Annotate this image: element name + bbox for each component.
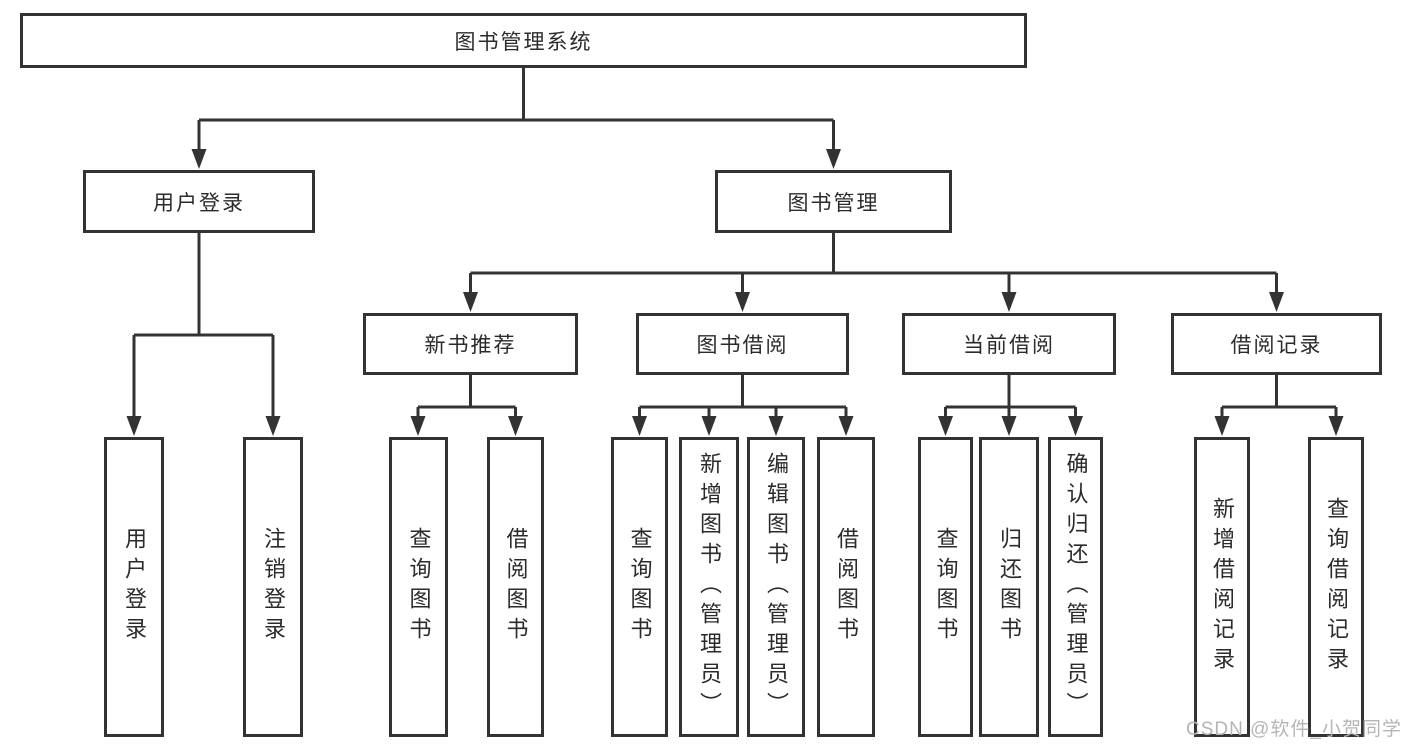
leaf-edit-book-admin: 编辑图书（管理员） bbox=[747, 437, 805, 737]
arrow-stems bbox=[132, 120, 1338, 419]
node-user-login: 用户登录 bbox=[83, 170, 315, 233]
leaf-borrow-books-borrow: 借阅图书 bbox=[817, 437, 875, 737]
leaf-user-login: 用户登录 bbox=[104, 437, 164, 737]
node-new-book-recommend: 新书推荐 bbox=[363, 313, 578, 375]
leaf-confirm-return-admin: 确认归还（管理员） bbox=[1048, 437, 1103, 737]
leaf-query-books-borrow: 查询图书 bbox=[611, 437, 668, 737]
leaf-logout-login: 注销登录 bbox=[243, 437, 303, 737]
node-book-management: 图书管理 bbox=[715, 170, 952, 233]
leaf-query-books-recommend: 查询图书 bbox=[389, 437, 448, 737]
branch-lines bbox=[134, 68, 1336, 409]
node-root-system: 图书管理系统 bbox=[20, 13, 1027, 68]
leaf-borrow-books-recommend: 借阅图书 bbox=[487, 437, 544, 737]
leaf-add-book-admin: 新增图书（管理员） bbox=[679, 437, 739, 737]
leaf-add-borrow-record: 新增借阅记录 bbox=[1194, 437, 1250, 737]
node-current-borrow: 当前借阅 bbox=[902, 313, 1116, 375]
node-book-borrow: 图书借阅 bbox=[636, 313, 849, 375]
leaf-query-books-current: 查询图书 bbox=[918, 437, 973, 737]
leaf-query-borrow-record: 查询借阅记录 bbox=[1308, 437, 1364, 737]
csdn-watermark: CSDN @软件_小贺同学 bbox=[1186, 719, 1402, 740]
arrowhead-icons bbox=[126, 149, 1344, 436]
node-borrow-records: 借阅记录 bbox=[1171, 313, 1382, 375]
leaf-return-book: 归还图书 bbox=[979, 437, 1039, 737]
